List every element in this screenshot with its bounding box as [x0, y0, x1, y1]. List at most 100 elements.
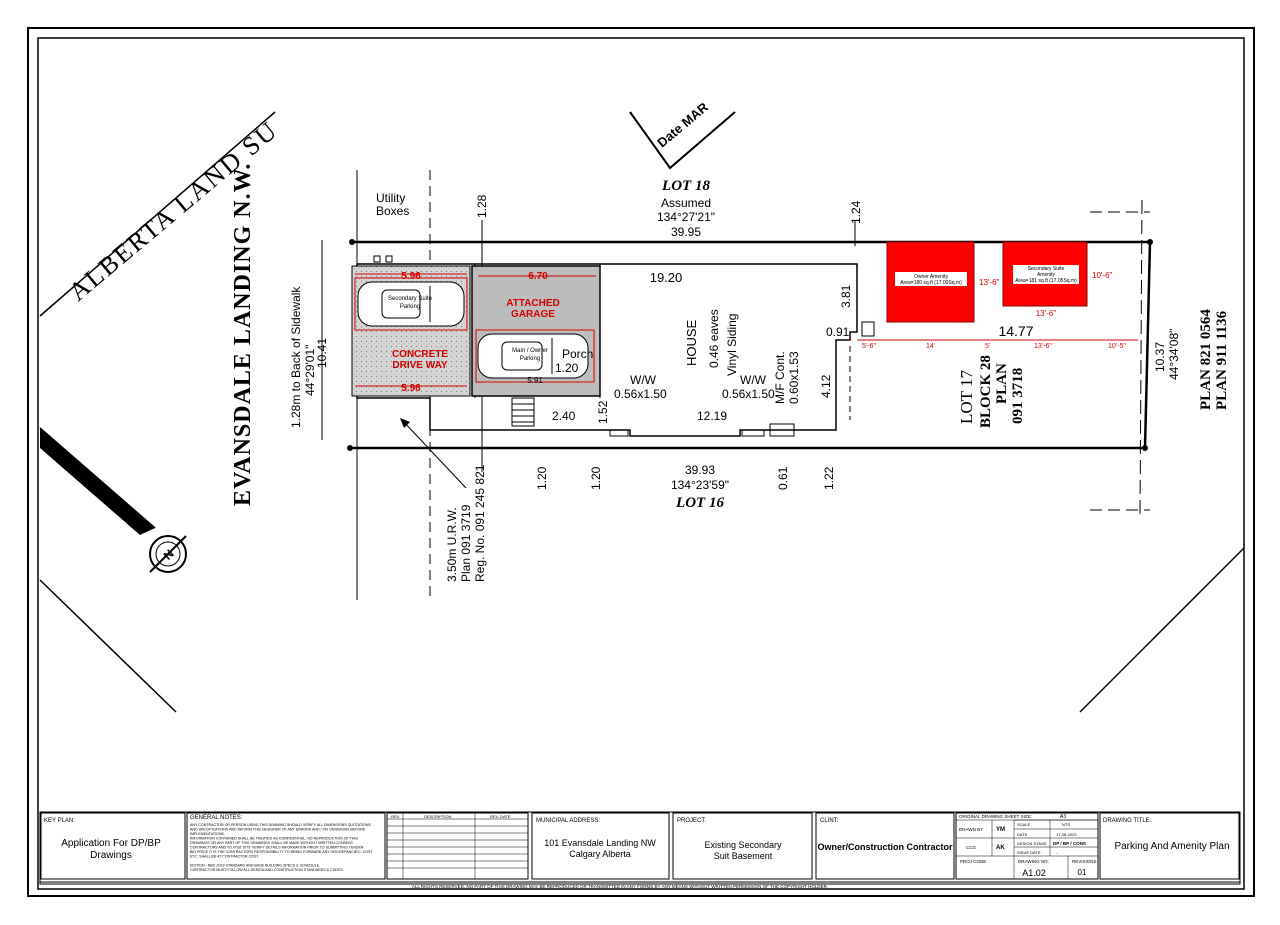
- amenity-dim: 5': [985, 343, 990, 350]
- north-arrow-icon: N: [149, 535, 187, 573]
- secondary-amenity-area-text: Area=181 sq.ft (17.05Sq.m): [1015, 278, 1077, 284]
- stairs: [511, 397, 535, 427]
- amenity-dim: 13'-6": [1034, 343, 1052, 350]
- client-label: CLINT:: [820, 818, 839, 824]
- deck-step: [861, 321, 875, 337]
- secondary-amenity-label: Secondary Suite: [1028, 266, 1065, 272]
- stage-label: DESIGN STAGE: [1017, 841, 1047, 846]
- dim-1477: 14.77: [998, 323, 1033, 339]
- project-label: PROJECT:: [677, 818, 706, 824]
- proj-code-label: PROJ CODE: [960, 859, 986, 864]
- title-block-frame: [39, 811, 1241, 885]
- stamp-text: Date MAR: [654, 99, 711, 150]
- driveway-dim-bottom: 5.96: [401, 383, 421, 394]
- scale-value: NTS: [1062, 822, 1070, 827]
- general-note-line: ETC. SHALL BE AT CONTRACTOR COST.: [190, 855, 259, 859]
- outer-border: [27, 27, 1255, 897]
- general-note-line: EDITION - NBC-2019 STANDARD AND BASE BUI…: [190, 864, 320, 868]
- secondary-amenity-dim-w: 13'-6": [1036, 309, 1057, 318]
- municipal-label: MUNICIPAL ADDRESS:: [536, 818, 600, 824]
- checked-label: CCG: [966, 845, 976, 850]
- car-icon: [357, 281, 465, 327]
- top-dim-left: 1.28: [475, 194, 489, 218]
- road-lines: [39, 111, 1245, 713]
- bottom-lot-label: LOT 16: [675, 495, 724, 511]
- fence-line: [1090, 199, 1150, 516]
- sidewalk-bearing: 44°29'01": [303, 345, 317, 396]
- general-note-line: BID PRICE IT IS THE CONTRACTORS RESPONSI…: [190, 850, 373, 854]
- amenity-dim: 14': [926, 343, 935, 350]
- bottom-dim: 1.20: [535, 466, 549, 490]
- general-note-line: CONTRACTORS AND TO VISIT SITE VERIFY DET…: [190, 846, 364, 850]
- sidewalk-note: 1.28m to Back of Sidewalk: [289, 286, 303, 428]
- house-label: HOUSE: [684, 319, 699, 366]
- dim-412: 4.12: [819, 374, 833, 398]
- municipal-city: Calgary Alberta: [569, 849, 631, 859]
- house-siding: Vinyl Siding: [725, 314, 739, 376]
- dim-381: 3.81: [839, 284, 853, 308]
- general-note-line: AND SPECIFICATIONS AND INFORM THIS DESIG…: [190, 828, 366, 832]
- plan-ref-2: PLAN 911 1136: [1214, 310, 1230, 410]
- date-value: 17-08-2023: [1056, 832, 1077, 837]
- utility-label-2: Boxes: [376, 204, 409, 218]
- urw-note: 3.50m U.R.W.: [445, 507, 459, 582]
- top-lot-label: LOT 18: [661, 178, 710, 194]
- house-eaves: 0.46 eaves: [707, 309, 721, 368]
- lot17-block: BLOCK 28: [978, 355, 994, 428]
- drawn-by-value: YM: [996, 827, 1005, 833]
- driveway-label-2: DRIVE WAY: [392, 360, 448, 371]
- owner-amenity-label-box: [895, 272, 967, 286]
- urw-reg: Reg. No. 091 245 821: [473, 464, 487, 582]
- key-plan-value-2: Drawings: [90, 850, 132, 861]
- plan-ref-1: PLAN 821 0564: [1198, 309, 1214, 410]
- sheet-info-grid: [956, 819, 1098, 879]
- dim-1219: 12.19: [697, 409, 727, 423]
- revision-table: [387, 813, 528, 879]
- property-pin-icon: [347, 445, 353, 451]
- rev-col-header: REV.: [391, 814, 400, 819]
- general-note-line: ANY CONTRACTOR OR PERSON USING THIS DRAW…: [190, 823, 371, 827]
- top-length: 39.95: [671, 225, 701, 239]
- street-name: EVANSDALE LANDING N.W.: [230, 163, 256, 506]
- amenity-bottom-dims: 5'-6" 14' 5' 13'-6" 10'-5": [862, 343, 1126, 350]
- lot17-plan: PLAN: [994, 363, 1010, 404]
- owner-amenity-dim: 13'-6": [979, 278, 1000, 287]
- key-plan-value: Application For DP/BP: [61, 838, 161, 849]
- top-assumed: Assumed: [661, 196, 711, 210]
- house-dim: 19.20: [650, 270, 683, 285]
- drawing-no-label: DRAWING NO:: [1018, 859, 1049, 864]
- garage-label: ATTACHED: [506, 298, 560, 309]
- bottom-dims: 1.20 1.20 0.61 1.22: [535, 466, 836, 490]
- issue-value: -: [1056, 850, 1058, 855]
- general-note-line: INFORMATION CONTAINED SHALL BE TREATED A…: [190, 837, 358, 841]
- dim-240: 2.40: [552, 409, 576, 423]
- right-bearing: 44°34'08": [1167, 329, 1181, 380]
- rev-col-header: REV. DATE: [490, 814, 511, 819]
- revisions-value: 01: [1078, 868, 1087, 877]
- sidewalk-length: 10.41: [315, 338, 329, 368]
- mf-container: [769, 423, 795, 437]
- drawing-title: Parking And Amenity Plan: [1114, 841, 1229, 852]
- porch-label: Porch: [562, 347, 593, 361]
- stage-value: DP / BP / CONS: [1053, 841, 1086, 846]
- owner-amenity-area-text: Area=180 sq.ft (17.00Sq.m): [900, 280, 962, 286]
- scale-label: SCALE: [1017, 822, 1030, 827]
- inner-border: [37, 37, 1245, 890]
- general-notes-label: GENERAL NOTES:: [190, 815, 243, 821]
- bottom-dim: 1.20: [589, 466, 603, 490]
- project-name-2: Suit Basement: [714, 851, 773, 861]
- window-well-1-size: 0.56x1.50: [614, 387, 667, 401]
- dim-152: 1.52: [596, 400, 610, 424]
- mf-cont-label: M/F Cont.: [773, 351, 787, 404]
- lot17-plan-no: 091 3718: [1010, 368, 1026, 424]
- right-length: 10.37: [1153, 342, 1167, 372]
- general-note-line: DRAWINGS OR ANY PART OF THIS DRAWINGS SH…: [190, 841, 354, 845]
- owner-amenity-label: Owner Amenity: [914, 274, 948, 280]
- orig-sheet-label: ORIGINAL DRAWING SHEET SIZE:: [959, 814, 1032, 819]
- dim-091: 0.91: [826, 325, 850, 339]
- urw-arrow-icon: [400, 418, 410, 428]
- secondary-amenity-dim-h: 10'-6": [1092, 271, 1113, 280]
- bottom-dim: 0.61: [776, 466, 790, 490]
- property-pin-icon: [1142, 445, 1148, 451]
- client-value: Owner/Construction Contractor: [817, 842, 953, 852]
